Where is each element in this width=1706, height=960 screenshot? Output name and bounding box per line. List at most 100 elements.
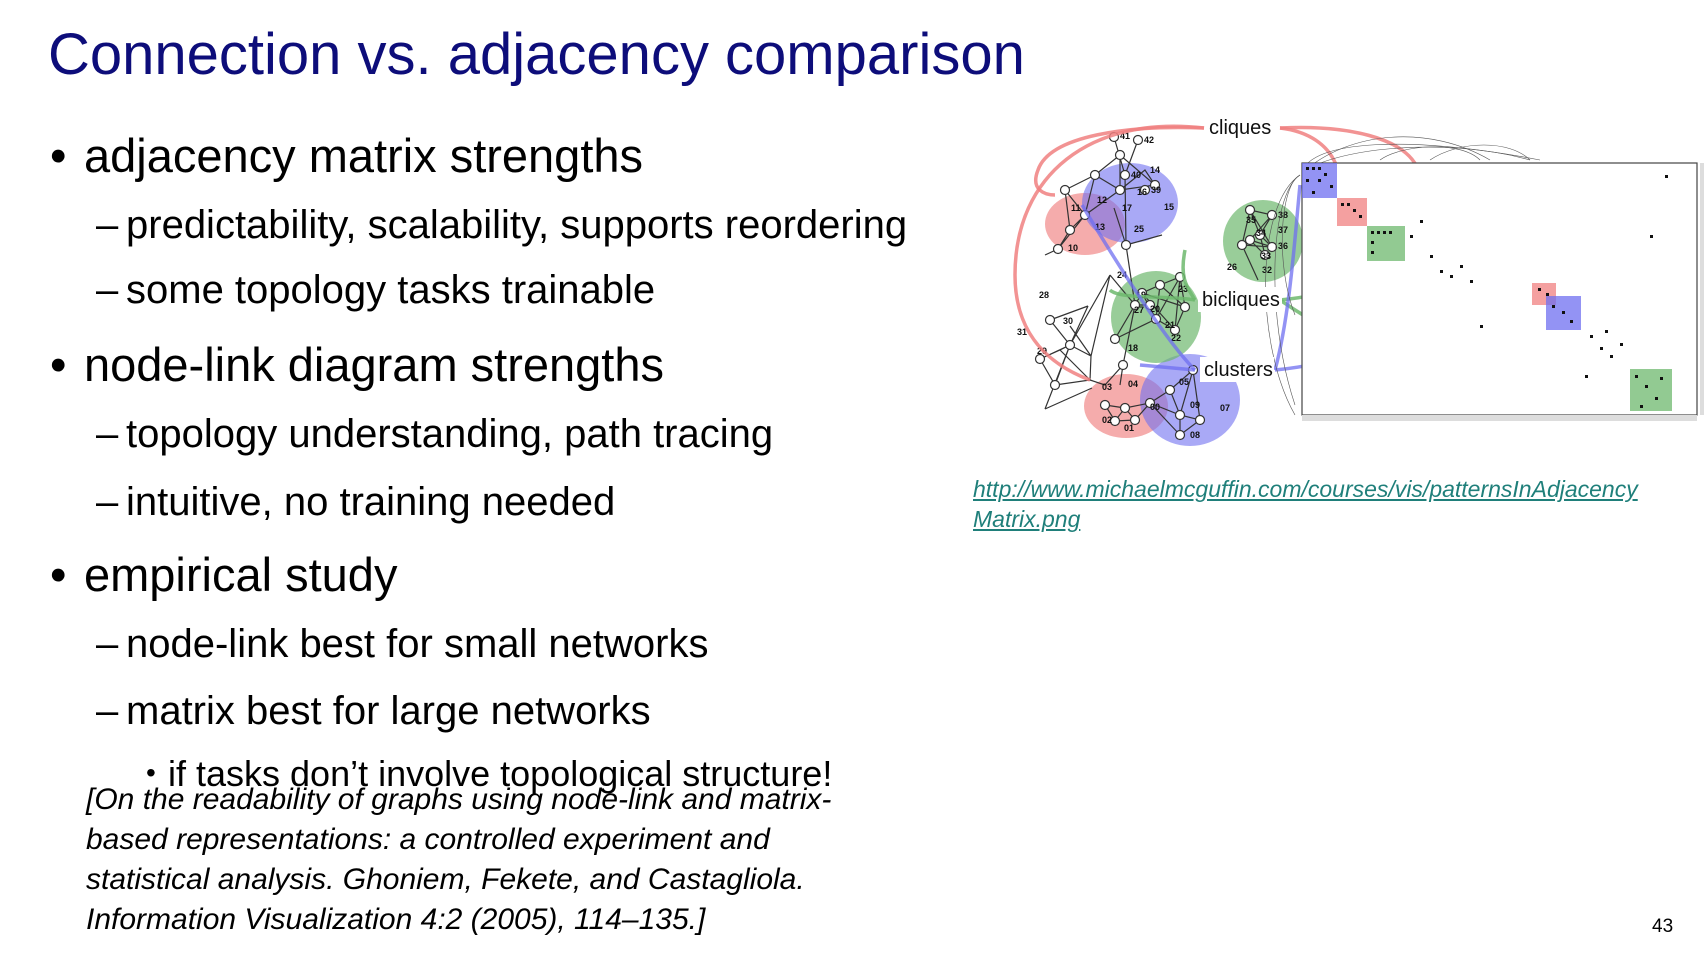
sub-bullet-text: some topology tasks trainable: [126, 268, 656, 312]
matrix-row-labels: [1700, 163, 1704, 415]
node-label: 34: [1256, 228, 1266, 238]
slide-title: Connection vs. adjacency comparison: [48, 22, 1025, 87]
link-line[interactable]: Matrix.png: [973, 506, 1081, 532]
matrix-cells: [1306, 167, 1668, 408]
graph-node: [1154, 279, 1166, 291]
label-bg: [1200, 357, 1274, 382]
node-label: 00: [1150, 402, 1160, 412]
graph-node: [1099, 399, 1111, 411]
citation-line: statistical analysis. Ghoniem, Fekete, a…: [86, 863, 805, 896]
bullet-marker: •: [50, 548, 67, 601]
node-label: 03: [1102, 382, 1112, 392]
citation-line: Information Visualization 4:2 (2005), 11…: [86, 903, 706, 936]
bullet-marker: •: [50, 129, 67, 182]
node-label: 09: [1190, 400, 1200, 410]
node-label: 30: [1063, 316, 1073, 326]
dash-marker: –: [96, 622, 119, 666]
node-label: 21: [1165, 320, 1175, 330]
sub-bullet: –topology understanding, path tracing: [96, 410, 773, 458]
dash-marker: –: [96, 480, 119, 524]
graph-nodes: [1034, 131, 1278, 441]
graph-node: [1139, 184, 1151, 196]
figure-source-link[interactable]: http://www.michaelmcguffin.com/courses/v…: [973, 474, 1638, 534]
cluster-callout: [1080, 204, 1197, 372]
sub-bullet-text: intuitive, no training needed: [126, 480, 616, 524]
graph-node: [1044, 314, 1056, 326]
graph-node: [1174, 429, 1186, 441]
graph-node: [1114, 184, 1126, 196]
graph-node: [1049, 379, 1061, 391]
graph-node: [1194, 414, 1206, 426]
node-label: 32: [1262, 265, 1272, 275]
node-label: 42: [1144, 135, 1154, 145]
node-label: 07: [1220, 403, 1230, 413]
sub-bullet: –matrix best for large networks: [96, 687, 651, 735]
node-label: 08: [1190, 430, 1200, 440]
matrix-column-labels: [1302, 415, 1697, 421]
arc-decorations: [1265, 136, 1541, 416]
sub-bullet-text: predictability, scalability, supports re…: [126, 203, 908, 247]
graph-node: [1052, 243, 1064, 255]
node-label: 33: [1261, 251, 1271, 261]
bullet-node-link-strengths: •node-link diagram strengths: [50, 337, 664, 393]
bullet-text: node-link diagram strengths: [84, 338, 664, 391]
sub-bullet: –intuitive, no training needed: [96, 478, 615, 526]
bicliques-label: bicliques: [1202, 289, 1280, 311]
biclique-callout: [1108, 288, 1196, 302]
page-number: 43: [1652, 916, 1674, 937]
cluster-callout: [1273, 184, 1302, 371]
clique-callout: [1013, 124, 1205, 382]
node-label: 01: [1124, 423, 1134, 433]
node-label: 22: [1171, 333, 1181, 343]
link-line[interactable]: http://www.michaelmcguffin.com/courses/v…: [973, 476, 1638, 502]
node-label: 13: [1095, 222, 1105, 232]
graph-node: [1244, 204, 1256, 216]
graph-node: [1169, 324, 1181, 336]
node-label: 20: [1150, 304, 1160, 314]
graph-node: [1064, 339, 1076, 351]
graph-node: [1109, 415, 1121, 427]
sub-bullet-text: topology understanding, path tracing: [126, 412, 774, 456]
sub-bullet: –some topology tasks trainable: [96, 266, 655, 314]
citation: [On the readability of graphs using node…: [86, 780, 946, 940]
graph-node: [1149, 179, 1161, 191]
sub-sub-bullet-text: if tasks don’t involve topological struc…: [168, 753, 833, 794]
sub-sub-bullet: •if tasks don’t involve topological stru…: [146, 752, 832, 795]
node-label: 10: [1068, 243, 1078, 253]
bullet-text: adjacency matrix strengths: [84, 129, 644, 182]
graph-node: [1254, 229, 1266, 241]
graph-node: [1120, 239, 1132, 251]
graph-node: [1144, 397, 1156, 409]
citation-line: based representations: a controlled expe…: [86, 823, 770, 856]
citation-line: [On the readability of graphs using node…: [86, 783, 832, 816]
node-label: 24: [1117, 270, 1127, 280]
graph-node: [1109, 333, 1121, 345]
node-label: 25: [1134, 224, 1144, 234]
node-label: 11: [1071, 203, 1081, 213]
graph-node: [1164, 384, 1176, 396]
graph-node: [1236, 239, 1248, 251]
graph-node: [1132, 134, 1144, 146]
node-label: 28: [1039, 290, 1049, 300]
graph-node: [1059, 184, 1071, 196]
bullet-text: empirical study: [84, 548, 398, 601]
sub-bullet-text: node-link best for small networks: [126, 622, 709, 666]
node-label: 27: [1134, 305, 1144, 315]
node-label: 05: [1179, 377, 1189, 387]
graph-node: [1244, 234, 1256, 246]
clusters-label: clusters: [1204, 359, 1273, 381]
graph-node: [1129, 414, 1141, 426]
graph-node: [1179, 301, 1191, 313]
node-label: 12: [1097, 195, 1107, 205]
bullet-empirical-study: • empirical study: [50, 547, 397, 603]
graph-node: [1266, 241, 1278, 253]
node-label: 37: [1278, 225, 1288, 235]
node-label: 23: [1178, 284, 1188, 294]
node-label: 35: [1246, 215, 1256, 225]
node-label: 39: [1151, 185, 1161, 195]
dash-marker: –: [96, 203, 119, 247]
node-label: 15: [1164, 202, 1174, 212]
label-bg: [1206, 115, 1278, 140]
sub-bullet: –predictability, scalability, supports r…: [96, 201, 907, 249]
sub-bullet: –node-link best for small networks: [96, 620, 708, 668]
